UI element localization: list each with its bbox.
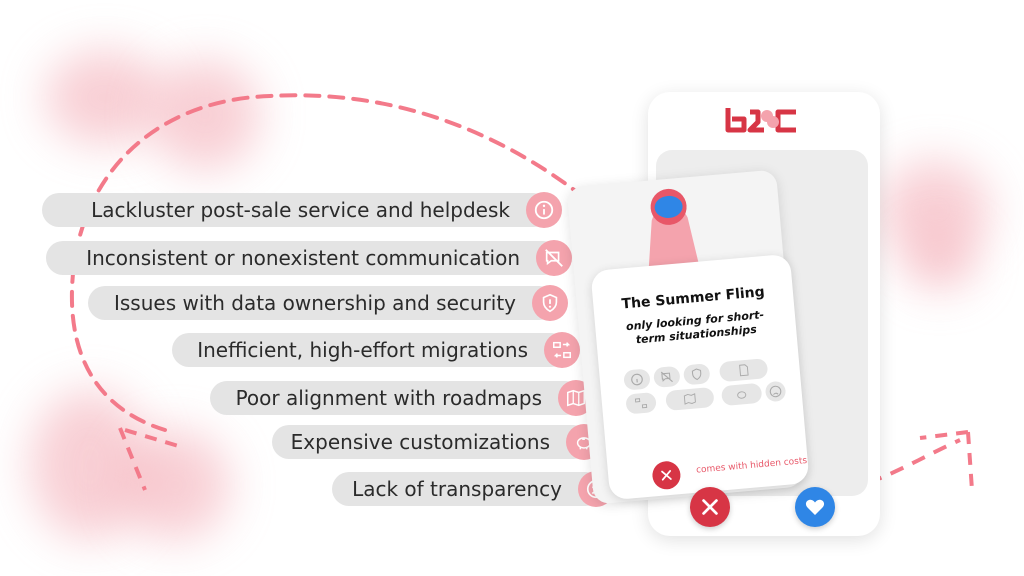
pain-point-pill: Lack of transparency bbox=[332, 471, 614, 507]
close-icon bbox=[702, 499, 718, 515]
pain-point-label: Lackluster post-sale service and helpdes… bbox=[91, 198, 510, 222]
pain-point-label: Inconsistent or nonexistent communicatio… bbox=[86, 246, 520, 270]
brand-logo bbox=[724, 102, 802, 138]
chip-shield bbox=[682, 363, 711, 386]
pain-point-pill: Issues with data ownership and security bbox=[88, 285, 568, 321]
migration-icon bbox=[544, 332, 580, 368]
pain-point-pill: Lackluster post-sale service and helpdes… bbox=[42, 192, 562, 228]
heart-blob-top-left-2 bbox=[150, 60, 260, 170]
chip-sad bbox=[764, 380, 787, 403]
close-icon bbox=[661, 470, 672, 481]
pain-point-label: Inefficient, high-effort migrations bbox=[197, 338, 528, 362]
heart-icon bbox=[805, 499, 825, 515]
shield-alert-icon bbox=[691, 368, 702, 381]
chip-map bbox=[665, 386, 715, 412]
chip-document bbox=[718, 358, 769, 383]
profile-info-card: The Summer Fling only looking for short-… bbox=[590, 253, 810, 501]
document-icon bbox=[739, 364, 749, 377]
pain-point-label: Poor alignment with roadmaps bbox=[235, 386, 542, 410]
reject-mini-button[interactable] bbox=[651, 460, 682, 491]
shield-alert-icon bbox=[532, 285, 568, 321]
pain-point-pill: Inefficient, high-effort migrations bbox=[172, 332, 580, 368]
pain-point-pill: Inconsistent or nonexistent communicatio… bbox=[46, 240, 572, 276]
pain-point-label: Issues with data ownership and security bbox=[113, 291, 516, 315]
info-circle-icon bbox=[526, 192, 562, 228]
profile-subtitle: only looking for short-term situationshi… bbox=[625, 308, 765, 347]
heart-blob-bottom-left-2 bbox=[120, 430, 230, 540]
no-chat-icon bbox=[660, 371, 673, 383]
migration-icon bbox=[634, 398, 648, 409]
chip-no-chat bbox=[653, 365, 681, 388]
reject-button[interactable] bbox=[690, 487, 730, 527]
piggy-bank-icon bbox=[737, 391, 747, 399]
chip-group bbox=[623, 357, 787, 415]
chip-migration bbox=[625, 391, 657, 415]
pain-point-pill: Expensive customizations bbox=[272, 424, 602, 460]
pain-point-label: Expensive customizations bbox=[290, 430, 550, 454]
pain-point-pill: Poor alignment with roadmaps bbox=[210, 380, 594, 416]
heart-blob-right-2 bbox=[905, 230, 975, 290]
sad-face-icon bbox=[769, 385, 782, 398]
like-button[interactable] bbox=[795, 487, 835, 527]
map-icon bbox=[683, 393, 696, 405]
hidden-costs-note: comes with hidden costs bbox=[695, 456, 808, 476]
info-circle-icon bbox=[631, 373, 643, 386]
no-chat-icon bbox=[536, 240, 572, 276]
pain-point-label: Lack of transparency bbox=[352, 477, 562, 501]
chip-piggy bbox=[720, 382, 763, 407]
chip-info bbox=[623, 368, 651, 391]
heart-blob-top-left bbox=[45, 50, 165, 145]
